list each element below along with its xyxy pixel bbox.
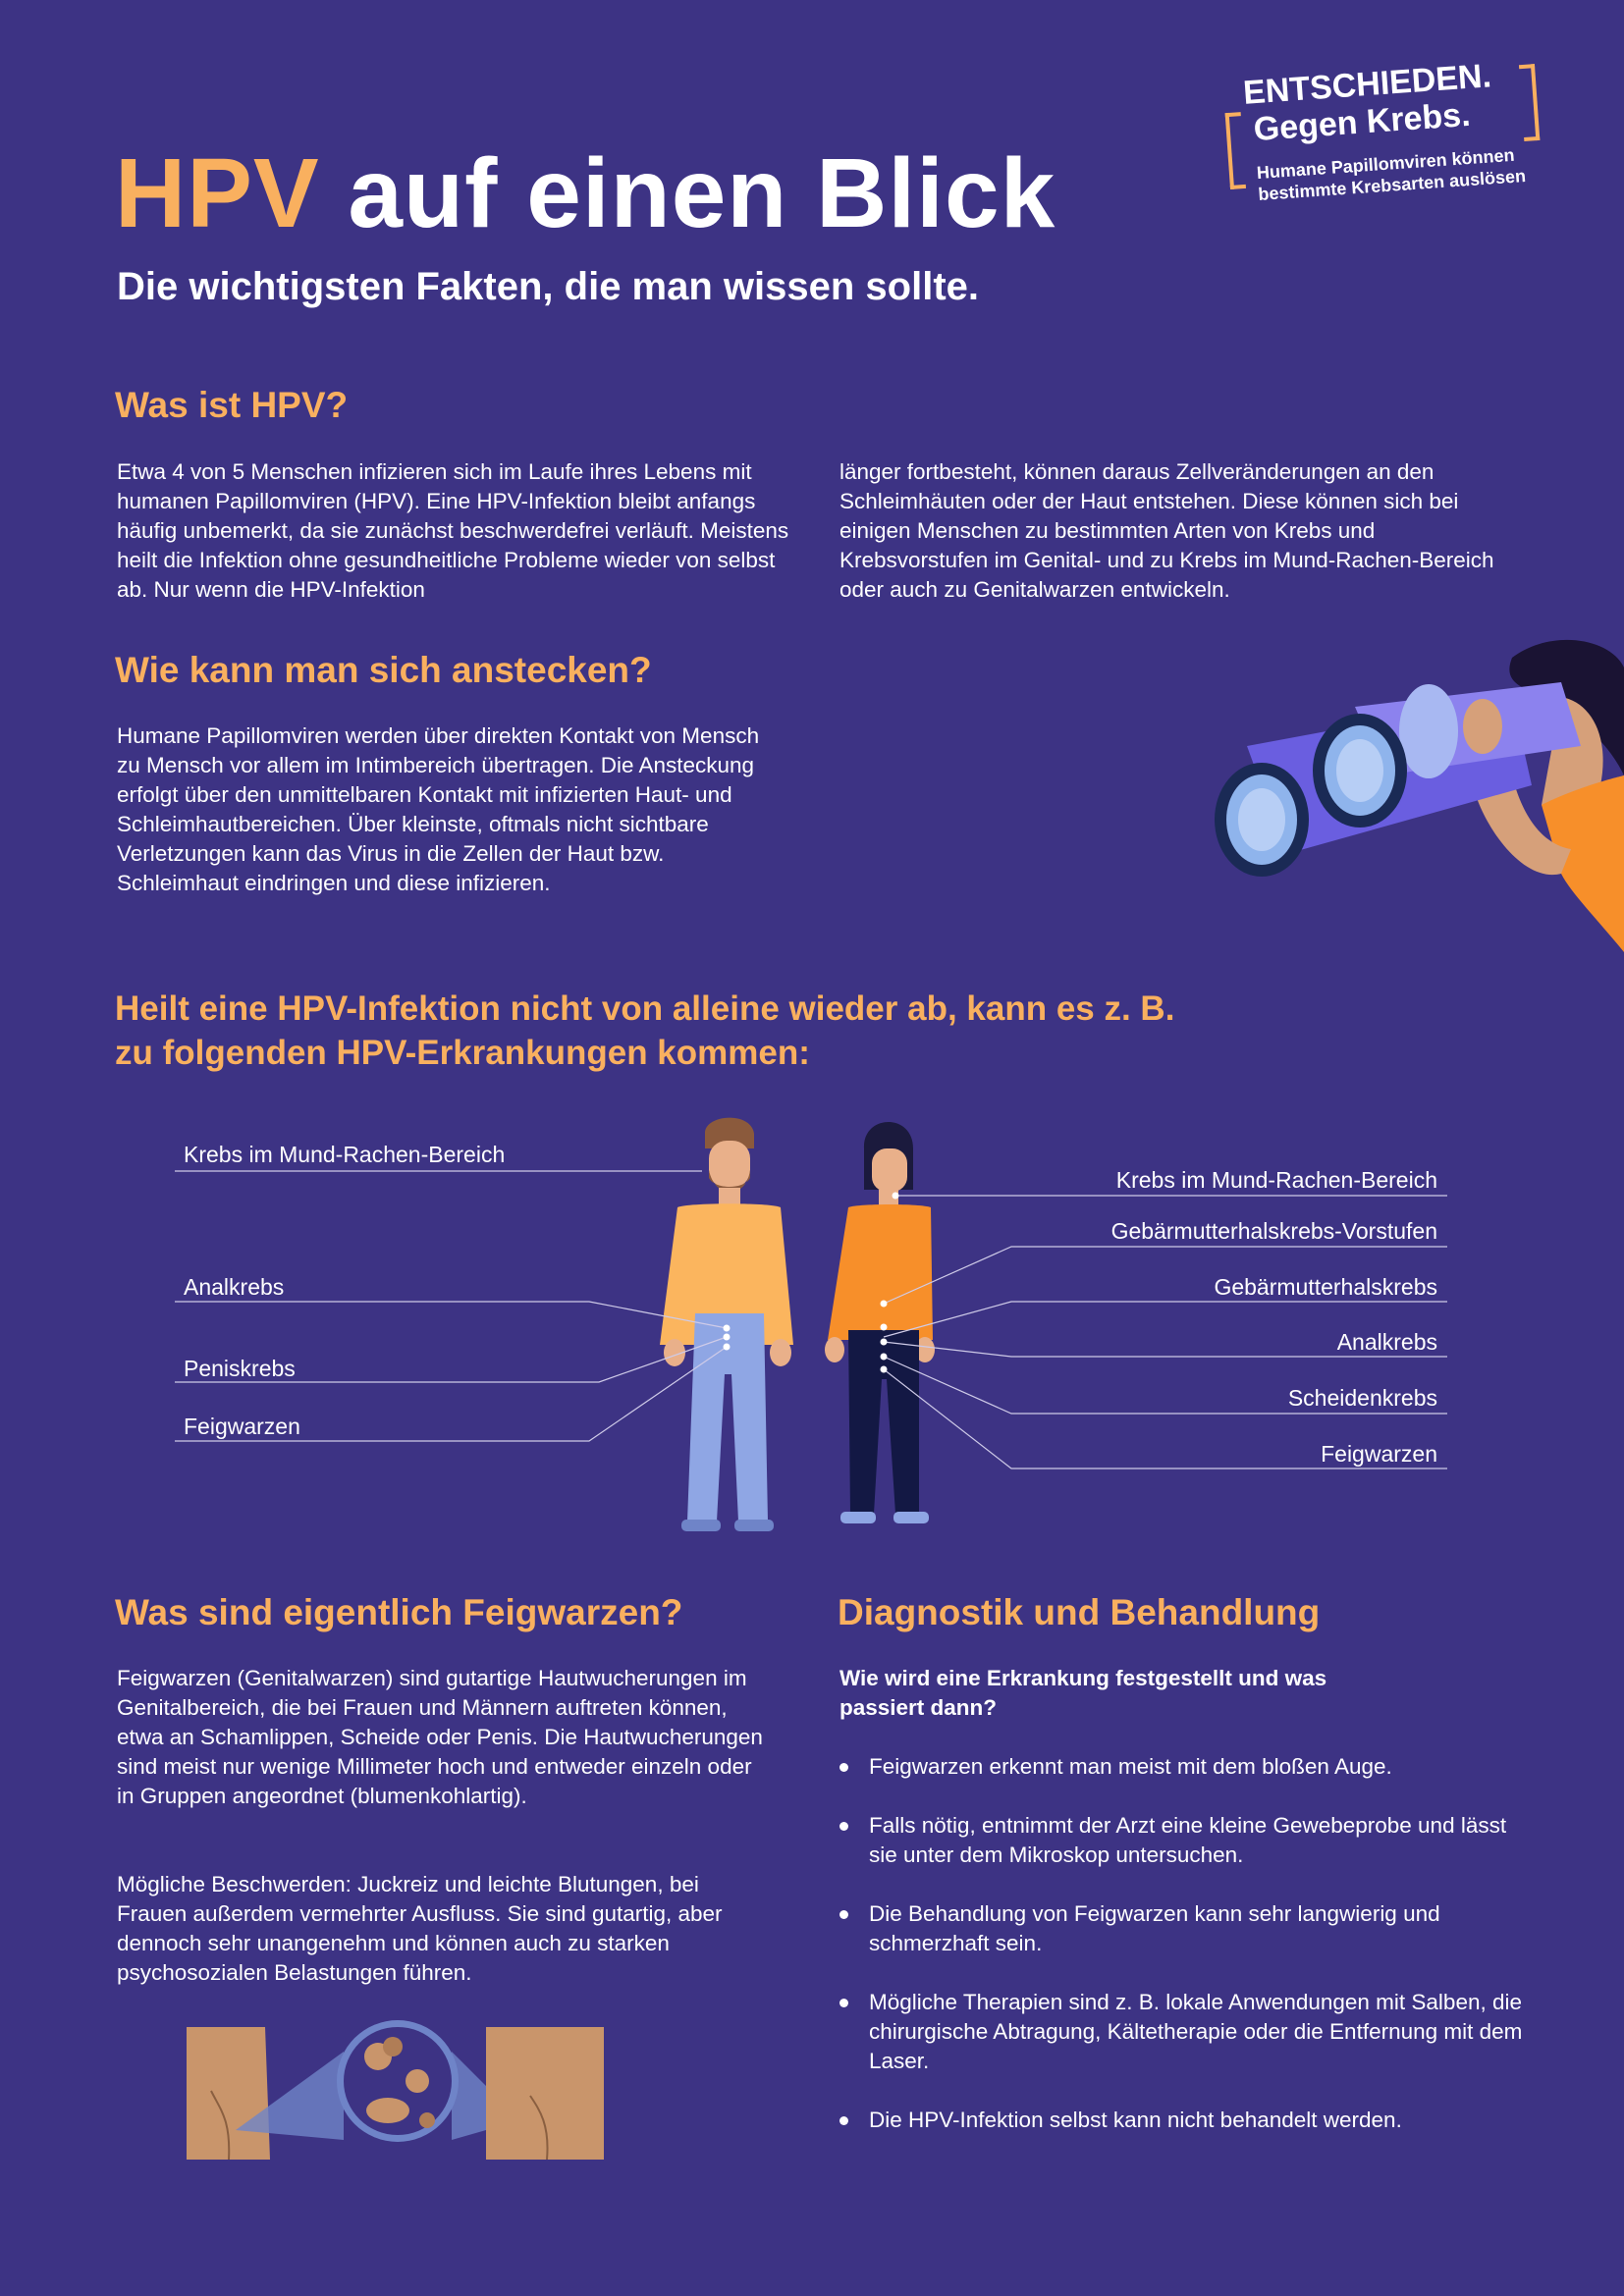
diagnosis-bullet-list: Feigwarzen erkennt man meist mit dem blo…: [838, 1752, 1525, 2164]
male-points: [723, 1324, 731, 1351]
female-label-cervical-cancer: Gebärmutterhalskrebs: [1214, 1274, 1437, 1300]
title-highlight: HPV: [115, 138, 320, 248]
genital-warts-para2: Mögliche Beschwerden: Juckreiz und leich…: [117, 1872, 723, 1985]
male-label-genital-warts: Feigwarzen: [184, 1414, 300, 1439]
what-is-hpv-col1: Etwa 4 von 5 Menschen infizieren sich im…: [117, 459, 789, 602]
female-label-vaginal-cancer: Scheidenkrebs: [1287, 1385, 1437, 1411]
heading-diseases: Heilt eine HPV-Infektion nicht von allei…: [115, 987, 1174, 1075]
female-label-cervical-precancer: Gebärmutterhalskrebs-Vorstufen: [1110, 1218, 1437, 1244]
hpv-diseases-diagram: [175, 1117, 1447, 1531]
female-label-mouth-cancer: Krebs im Mund-Rachen-Bereich: [1115, 1167, 1437, 1193]
heading-diagnosis: Diagnostik und Behandlung: [838, 1592, 1321, 1632]
binoculars-illustration: [1215, 639, 1624, 952]
male-figure: [660, 1117, 793, 1531]
page-subtitle: Die wichtigsten Fakten, die man wissen s…: [117, 265, 980, 308]
heading-what-is-hpv: Was ist HPV?: [115, 385, 349, 425]
diagnosis-bullet: Die HPV-Infektion selbst kann nicht beha…: [838, 2106, 1525, 2135]
male-label-anal-cancer: Analkrebs: [184, 1274, 285, 1300]
page-title: HPV auf einen Blick: [115, 137, 1056, 250]
heading-diseases-line1: Heilt eine HPV-Infektion nicht von allei…: [115, 989, 1175, 1028]
infection-body: Humane Papillomviren werden über direkte…: [117, 723, 760, 895]
genital-warts-para1: Feigwarzen (Genitalwarzen) sind gutartig…: [117, 1666, 763, 1808]
logo-bracket-right: [1518, 64, 1541, 142]
female-label-genital-warts: Feigwarzen: [1321, 1441, 1437, 1467]
male-label-penile-cancer: Peniskrebs: [184, 1356, 296, 1381]
diagnosis-bullet: Feigwarzen erkennt man meist mit dem blo…: [838, 1752, 1525, 1782]
title-rest: auf einen Blick: [348, 138, 1056, 248]
diagnosis-bullet: Die Behandlung von Feigwarzen kann sehr …: [838, 1899, 1525, 1958]
logo-bracket-left: [1224, 112, 1247, 190]
diagnosis-question: Wie wird eine Erkrankung festgestellt un…: [839, 1666, 1327, 1720]
what-is-hpv-col2: länger fortbesteht, können daraus Zellve…: [839, 459, 1494, 602]
female-label-anal-cancer: Analkrebs: [1336, 1329, 1437, 1355]
female-figure: [825, 1121, 935, 1523]
logo-tagline: Humane Papillomviren können bestimmte Kr…: [1256, 143, 1526, 205]
genital-warts-illustration: [187, 2020, 604, 2160]
female-points: [880, 1192, 899, 1373]
campaign-logo: ENTSCHIEDEN. Gegen Krebs. Humane Papillo…: [1213, 52, 1571, 223]
female-leader-lines: [883, 1195, 1447, 1469]
diagnosis-bullet: Mögliche Therapien sind z. B. lokale Anw…: [838, 1988, 1525, 2076]
heading-diseases-line2: zu folgenden HPV-Erkrankungen kommen:: [115, 1034, 810, 1072]
heading-genital-warts: Was sind eigentlich Feigwarzen?: [115, 1592, 683, 1632]
heading-infection: Wie kann man sich anstecken?: [115, 650, 652, 690]
male-label-mouth-cancer: Krebs im Mund-Rachen-Bereich: [184, 1142, 506, 1167]
diagnosis-bullet: Falls nötig, entnimmt der Arzt eine klei…: [838, 1811, 1525, 1870]
male-leader-lines: [175, 1170, 728, 1442]
